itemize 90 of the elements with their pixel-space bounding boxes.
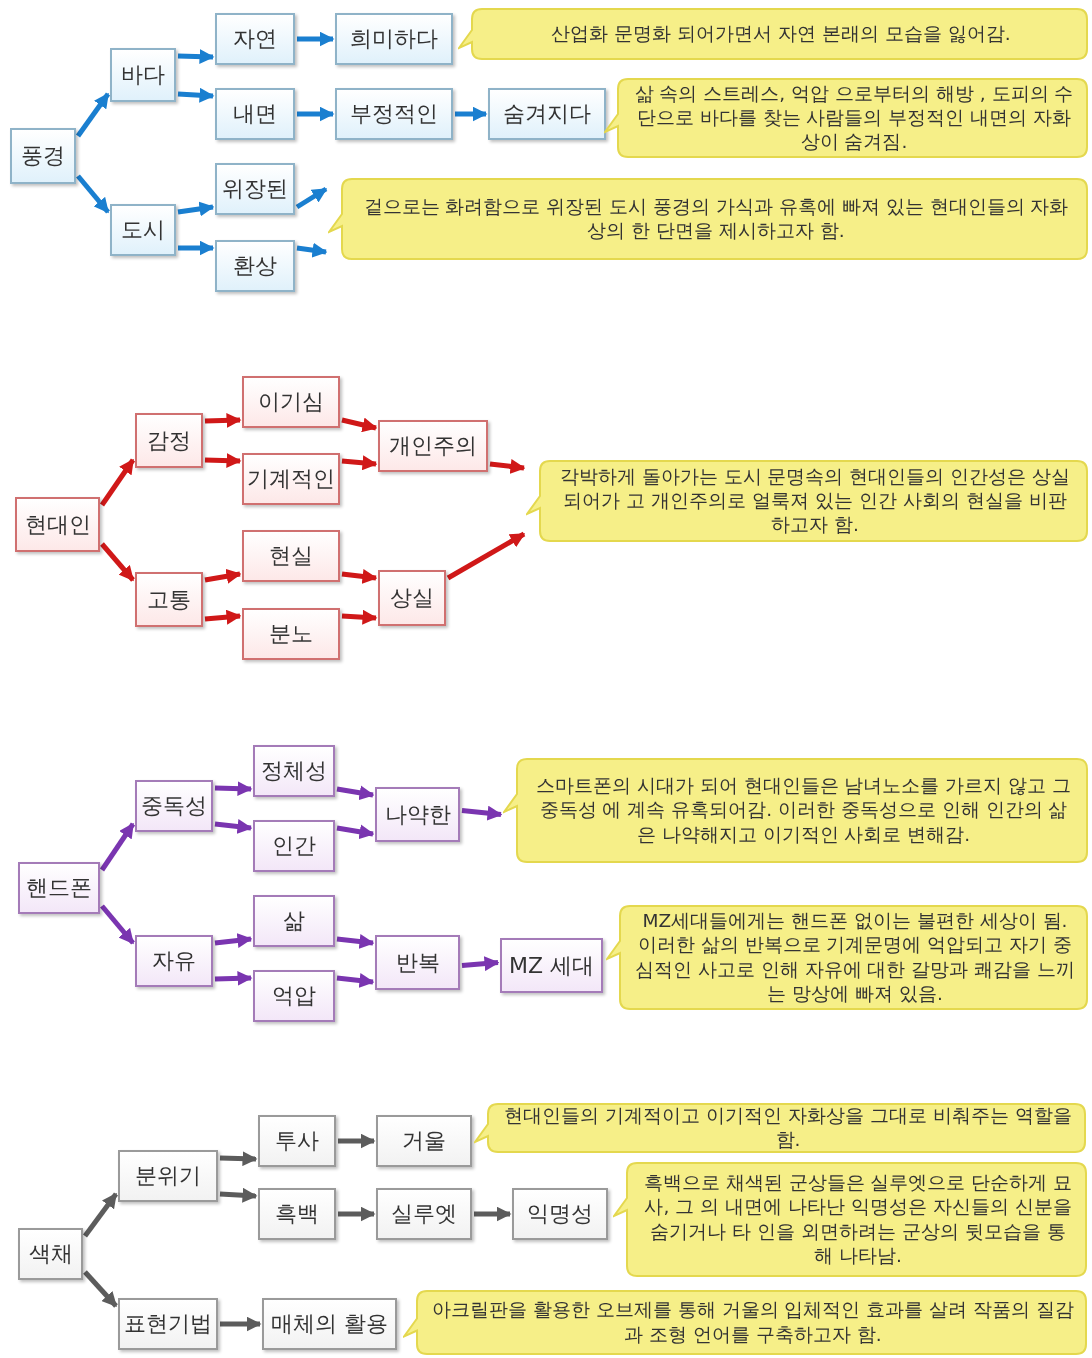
concept-box: 위장된 bbox=[215, 163, 295, 215]
arrow bbox=[219, 1187, 258, 1203]
concept-box: 반복 bbox=[375, 935, 460, 990]
arrow bbox=[177, 49, 215, 65]
arrow bbox=[204, 453, 242, 469]
concept-box: 표현기법 bbox=[118, 1298, 218, 1350]
concept-box: 거울 bbox=[376, 1115, 472, 1167]
speech-bubble: 각박하게 돌아가는 도시 문명속의 현대인들의 인간성은 상실되어가 고 개인주의로 얼룩져 있는 인간 사회의 현실을 비판하고자 함. bbox=[526, 460, 1088, 542]
concept-box: 실루엣 bbox=[376, 1188, 472, 1240]
speech-bubble: 삶 속의 스트레스, 억압 으로부터의 해방 , 도피의 수단으로 바다를 찾는 사람들의 부정적인 내면의 자화상이 숨겨짐. bbox=[604, 78, 1088, 158]
concept-box: 중독성 bbox=[135, 780, 213, 832]
concept-box: 부정적인 bbox=[335, 88, 453, 140]
concept-box: 숨겨지다 bbox=[488, 88, 606, 140]
concept-box: 이기심 bbox=[242, 376, 340, 428]
arrow bbox=[489, 458, 526, 474]
concept-box: 억압 bbox=[253, 970, 335, 1022]
concept-box: 고통 bbox=[135, 572, 203, 627]
arrow bbox=[338, 1133, 376, 1149]
concept-box: 기계적인 bbox=[242, 453, 340, 505]
concept-box: 흑백 bbox=[258, 1188, 336, 1240]
arrow bbox=[214, 933, 253, 948]
arrow bbox=[178, 240, 215, 256]
concept-box: 분노 bbox=[242, 608, 340, 660]
arrow bbox=[76, 174, 110, 214]
arrow bbox=[99, 822, 136, 872]
concept-box: 자유 bbox=[135, 935, 213, 987]
concept-box: 자연 bbox=[215, 13, 295, 65]
concept-box: 바다 bbox=[110, 48, 176, 102]
speech-bubble: 아크릴판을 활용한 오브제를 통해 거울의 입체적인 효과를 살려 작품의 질감과 조형 언어를 구축하고자 함. bbox=[403, 1290, 1087, 1355]
arrow bbox=[204, 609, 242, 625]
arrow bbox=[219, 1151, 258, 1167]
arrow bbox=[296, 242, 328, 258]
arrow bbox=[295, 186, 328, 210]
arrow bbox=[461, 805, 503, 821]
concept-box: 감정 bbox=[135, 413, 203, 468]
arrow bbox=[214, 970, 253, 986]
concept-box: 풍경 bbox=[10, 128, 76, 184]
concept-box: 삶 bbox=[253, 895, 335, 947]
concept-box: 현대인 bbox=[15, 497, 100, 552]
concept-box: 투사 bbox=[258, 1115, 336, 1167]
arrow bbox=[336, 824, 375, 840]
arrow bbox=[341, 609, 378, 625]
arrow bbox=[177, 201, 215, 217]
concept-box: 인간 bbox=[253, 820, 335, 872]
concept-box: 핸드폰 bbox=[18, 862, 100, 914]
speech-bubble: 겉으로는 화려함으로 위장된 도시 풍경의 가식과 유혹에 빠져 있는 현대인들의 자화상의 한 단면을 제시하고자 함. bbox=[328, 178, 1088, 260]
arrow bbox=[446, 531, 526, 581]
arrow bbox=[204, 412, 242, 428]
concept-box: 개인주의 bbox=[378, 420, 488, 472]
concept-box: 색채 bbox=[18, 1228, 83, 1280]
arrow bbox=[214, 781, 253, 797]
speech-bubble: 흑백으로 채색된 군상들은 실루엣으로 단순하게 묘사, 그 의 내면에 나타난 익명성은 자신들의 신분을 숨기거나 타 인을 외면하려는 군상의 뒷모습을 통해 나타남. bbox=[613, 1162, 1087, 1277]
speech-bubble: MZ세대들에게는 핸드폰 없이는 불편한 세상이 됨. 이러한 삶의 반복으로 기계문명에 억압되고 자기 중심적인 사고로 인해 자유에 대한 갈망과 쾌감을 느끼는 망상에 빠져 있음. bbox=[606, 905, 1088, 1010]
arrow bbox=[100, 904, 135, 945]
arrow bbox=[455, 106, 488, 122]
concept-box: 상실 bbox=[378, 570, 446, 626]
arrow bbox=[336, 934, 375, 949]
arrow bbox=[336, 973, 375, 988]
concept-box: 익명성 bbox=[512, 1188, 608, 1240]
concept-box: 내면 bbox=[215, 88, 295, 140]
concept-box: 희미하다 bbox=[335, 13, 453, 65]
arrow bbox=[214, 819, 253, 834]
arrow bbox=[204, 568, 242, 584]
arrow bbox=[100, 542, 135, 582]
arrow bbox=[341, 417, 378, 433]
concept-box: 나약한 bbox=[375, 787, 460, 842]
concept-box: 분위기 bbox=[118, 1150, 218, 1202]
concept-box: 매체의 활용 bbox=[262, 1298, 397, 1350]
concept-box: 현실 bbox=[242, 530, 340, 582]
concept-box: MZ 세대 bbox=[500, 938, 603, 993]
arrow bbox=[83, 1192, 118, 1238]
concept-box: 도시 bbox=[110, 204, 176, 256]
arrow bbox=[297, 106, 335, 122]
concept-box: 환상 bbox=[215, 240, 295, 292]
arrow bbox=[177, 87, 215, 103]
speech-bubble: 스마트폰의 시대가 되어 현대인들은 남녀노소를 가르지 않고 그 중독성 에 계속 유혹되어감. 이러한 중독성으로 인해 인간의 삶은 나약해지고 이기적인 사회로 변해감. bbox=[503, 758, 1088, 863]
speech-bubble: 산업화 문명화 되어가면서 자연 본래의 모습을 잃어감. bbox=[458, 8, 1088, 60]
concept-box: 정체성 bbox=[253, 745, 335, 797]
arrow bbox=[83, 1270, 118, 1308]
arrow bbox=[341, 568, 378, 584]
arrow bbox=[341, 455, 378, 471]
speech-bubble: 현대인들의 기계적이고 이기적인 자화상을 그대로 비춰주는 역할을 함. bbox=[474, 1103, 1086, 1153]
arrow bbox=[75, 92, 111, 138]
arrow bbox=[336, 785, 375, 801]
arrow bbox=[474, 1206, 512, 1222]
arrow bbox=[99, 458, 136, 507]
arrow bbox=[220, 1316, 262, 1332]
arrow bbox=[297, 31, 335, 47]
arrow bbox=[338, 1206, 376, 1222]
arrow bbox=[461, 956, 500, 972]
